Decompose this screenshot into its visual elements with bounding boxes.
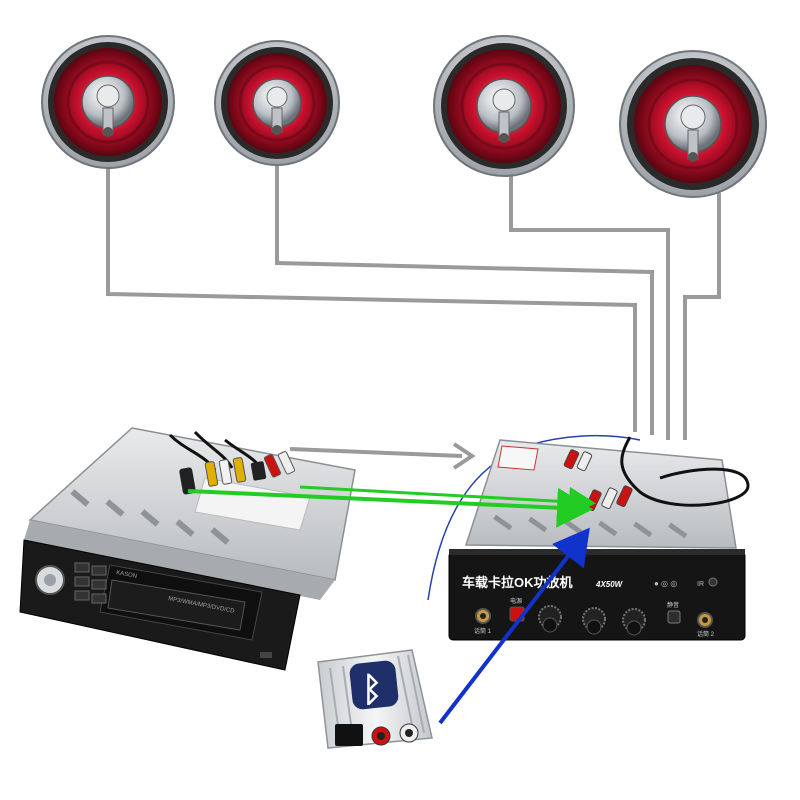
speaker-2: [214, 40, 340, 166]
bluetooth-icon: ᛒ: [362, 671, 382, 709]
amplifier-ir-label: IR: [697, 581, 704, 588]
speaker-1: [41, 35, 175, 169]
power-label: 电源: [510, 597, 522, 605]
amplifier-power-rating: 4X50W: [595, 580, 624, 589]
wire-speaker-4: [683, 193, 721, 440]
amplifier-loop-cable: [620, 436, 750, 507]
amplifier: 车载卡拉OK功放机 4X50W ● ◎ ◎ IR 话筒 1 话筒 2 电源 静音: [427, 434, 750, 641]
head-unit-brand: KASON: [116, 570, 138, 580]
wire-speaker-3: [509, 170, 670, 440]
wire-speaker-1: [106, 168, 637, 432]
gray-arrow: [289, 442, 476, 470]
usb-port: [260, 652, 272, 658]
head-unit-display: [107, 579, 246, 631]
mic2-label: 话筒 2: [697, 630, 715, 638]
mute-label: 静音: [667, 601, 679, 609]
green-signal-arrow-2: [299, 485, 596, 517]
speaker-3: [433, 35, 575, 177]
speaker-4: [619, 50, 767, 198]
green-signal-arrow: [187, 487, 593, 528]
head-unit-buttons[interactable]: [74, 562, 107, 604]
mic1-label: 话筒 1: [474, 627, 492, 635]
speaker-wires: [106, 165, 721, 440]
head-unit: KASON MP3/WMA/MP3/DVD/CD: [19, 427, 356, 671]
bluetooth-module: ᛒ: [317, 649, 433, 749]
wire-speaker-2: [275, 165, 654, 435]
amplifier-title: 车载卡拉OK功放机: [462, 575, 573, 590]
amplifier-status-leds: ● ◎ ◎: [654, 579, 677, 588]
mute-button[interactable]: [667, 610, 681, 624]
amplifier-knobs[interactable]: [538, 605, 646, 636]
head-unit-rca-cables: [168, 430, 296, 495]
blue-signal-arrow: [438, 527, 590, 725]
